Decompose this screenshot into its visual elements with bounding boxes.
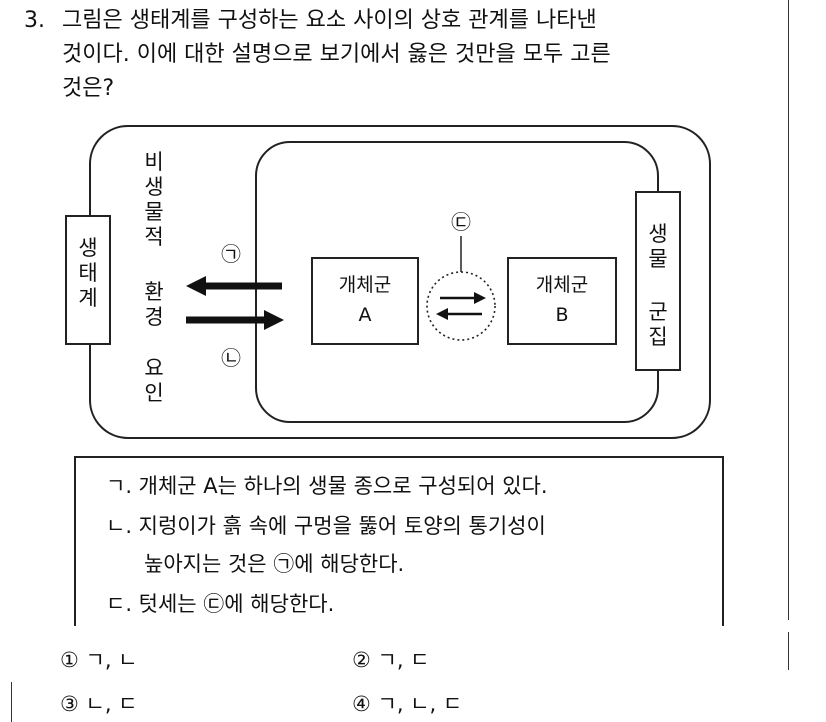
statement-2-cont: 높아지는 것은 ㉠에 해당한다.: [144, 552, 405, 576]
community-label-box: [635, 191, 681, 371]
question-number: 3.: [24, 8, 45, 33]
statement-2: ㄴ. 지렁이가 흙 속에 구멍을 뚫어 토양의 통기성이: [106, 514, 546, 538]
left-margin-mark: [11, 682, 12, 722]
column-divider: [788, 0, 789, 620]
marker-c: ㉢: [451, 210, 471, 234]
statements-box: ㄱ. 개체군 A는 하나의 생물 종으로 구성되어 있다. ㄴ. 지렁이가 흙 …: [74, 456, 724, 626]
question-line-3: 것은?: [62, 76, 115, 101]
community-label-2: 군 집: [648, 300, 668, 349]
interaction-circle: [426, 271, 496, 341]
option-3[interactable]: ③ ㄴ, ㄷ: [60, 692, 138, 716]
population-b-box: [507, 257, 617, 345]
population-b-label: 개체군 B: [535, 274, 589, 326]
community-label: 생 물: [648, 222, 668, 271]
statement-1: ㄱ. 개체군 A는 하나의 생물 종으로 구성되어 있다.: [106, 474, 548, 498]
column-divider-lower: [788, 632, 789, 670]
question-line-1: 그림은 생태계를 구성하는 요소 사이의 상호 관계를 나타낸: [62, 8, 597, 33]
population-a-label: 개체군 A: [338, 274, 392, 326]
option-4[interactable]: ④ ㄱ, ㄴ, ㄷ: [352, 692, 463, 716]
marker-b: ㉡: [221, 346, 241, 370]
statement-3: ㄷ. 텃세는 ㉢에 해당한다.: [106, 592, 335, 616]
abiotic-label: 비 생 물 적: [144, 150, 164, 249]
abiotic-label-factor: 요 인: [144, 356, 164, 405]
marker-a: ㉠: [221, 242, 241, 266]
option-2[interactable]: ② ㄱ, ㄷ: [352, 648, 430, 672]
ecosystem-label: 생 태 계: [78, 236, 98, 310]
population-a-box: [311, 257, 419, 345]
question-line-2: 것이다. 이에 대한 설명으로 보기에서 옳은 것만을 모두 고른: [62, 42, 611, 67]
option-1[interactable]: ① ㄱ, ㄴ: [60, 648, 138, 672]
ecosystem-label-box: [65, 215, 111, 345]
abiotic-label-env: 환 경: [144, 280, 164, 329]
